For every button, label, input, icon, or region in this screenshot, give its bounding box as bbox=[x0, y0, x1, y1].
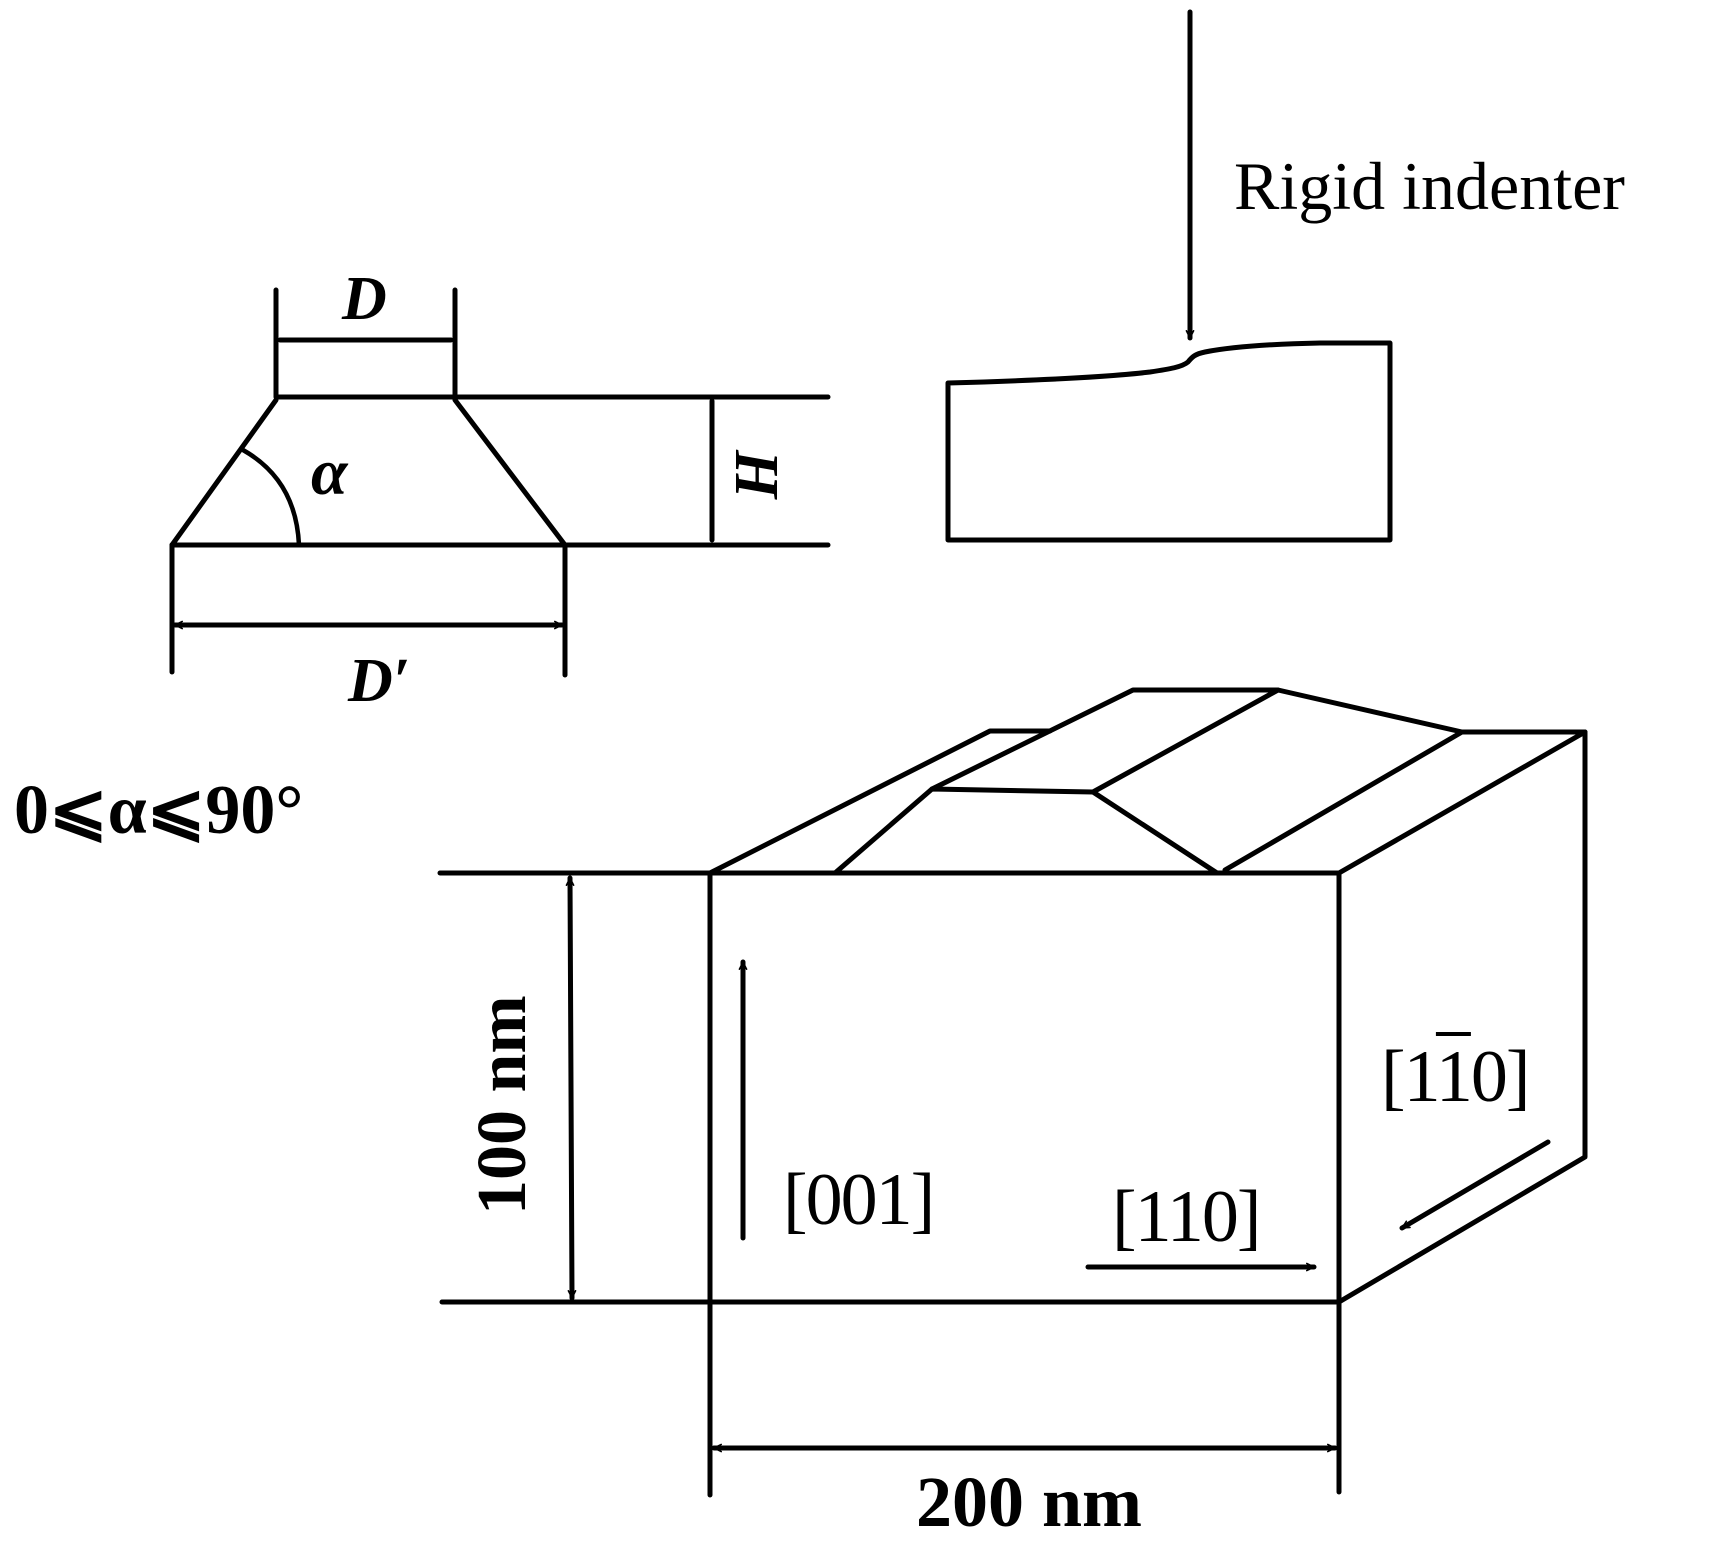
indentation-profile bbox=[945, 9, 1393, 543]
direction-1-10-suffix: 0] bbox=[1470, 1036, 1531, 1118]
direction-1-10-arrow bbox=[1399, 1139, 1551, 1231]
label-top-width: D bbox=[342, 265, 387, 333]
trapezoid-outline bbox=[273, 287, 458, 400]
direction-1-10-barred-digit: 1 bbox=[1435, 1036, 1473, 1118]
label-bottom-width: D′ bbox=[348, 647, 411, 715]
direction-110-label: [110] bbox=[1112, 1176, 1262, 1258]
angle-arc bbox=[240, 447, 302, 548]
label-angle: α bbox=[311, 436, 348, 509]
box-right-face bbox=[1336, 729, 1588, 1305]
direction-1-10-label: [110] bbox=[1381, 1040, 1531, 1114]
direction-1-10-prefix: [1 bbox=[1381, 1036, 1438, 1118]
label-height: H bbox=[722, 450, 790, 499]
box-width-label: 200 nm bbox=[916, 1462, 1143, 1542]
indent-trapezoid-face bbox=[832, 786, 1220, 876]
indenter-label: Rigid indenter bbox=[1234, 148, 1625, 224]
trapezoid-right-slope bbox=[452, 397, 568, 548]
height-dimension-arrow bbox=[565, 875, 577, 1301]
indented-substrate-outline bbox=[945, 340, 1393, 543]
top-surface-left-slope bbox=[707, 728, 1053, 876]
box-height-label: 100 nm bbox=[464, 995, 541, 1215]
simulation-box bbox=[437, 687, 1588, 1498]
top-surface-right-slope bbox=[1222, 729, 1465, 873]
angle-range-label: 0⩽α⩽90° bbox=[14, 772, 304, 849]
direction-001-label: [001] bbox=[783, 1159, 935, 1241]
trapezoid-left-slope bbox=[169, 397, 279, 548]
pileup-ridge-inner bbox=[1090, 687, 1281, 795]
pileup-ridge-outer bbox=[929, 687, 1588, 792]
trapezoid-schematic bbox=[169, 287, 831, 678]
